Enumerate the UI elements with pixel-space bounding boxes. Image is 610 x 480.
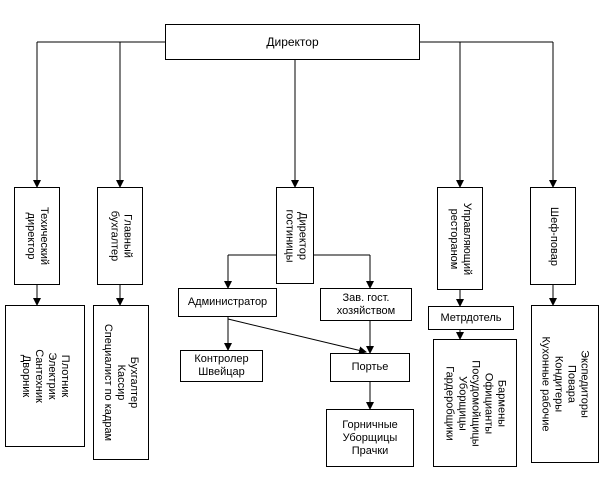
restaurant-manager-label: Управляющий рестораном [448, 202, 473, 275]
controller-doorman-box: Контролер Швейцар [180, 350, 263, 382]
housekeeping-head-label: Зав. гост. хозяйством [336, 291, 396, 317]
administrator-label: Администратор [187, 296, 268, 308]
porter-box: Портье [330, 353, 410, 382]
controller-doorman-label: Контролер Швейцар [194, 353, 249, 378]
kitchen-staff-box: Экспедиторы Повара Кондитеры Кухонные ра… [531, 305, 599, 463]
maids-label: Горничные Уборщицы Прачки [342, 418, 398, 457]
accounting-staff-label: Бухгалтер Кассир Специалист по кадрам [102, 323, 141, 442]
administrator-box: Администратор [178, 288, 277, 317]
chef-label: Шеф-повар [547, 206, 560, 266]
maitre-d-label: Метрдотель [440, 311, 502, 324]
maids-box: Горничные Уборщицы Прачки [326, 409, 414, 467]
hotel-director-box: Директор гостиницы [276, 187, 314, 284]
hotel-director-label: Директор гостиницы [283, 209, 308, 262]
tech-staff-label: Плотник Электрик Сантехник Дворник [20, 349, 71, 403]
chef-box: Шеф-повар [530, 187, 576, 285]
accounting-staff-box: Бухгалтер Кассир Специалист по кадрам [93, 305, 149, 460]
director-box: Директор [165, 24, 420, 60]
tech-director-box: Техический директор [14, 187, 60, 285]
restaurant-manager-box: Управляющий рестораном [437, 187, 483, 290]
tech-staff-box: Плотник Электрик Сантехник Дворник [5, 305, 85, 447]
director-label: Директор [266, 34, 319, 49]
chief-accountant-box: Главный бухгалтер [97, 187, 143, 285]
restaurant-staff-box: Бармены Официанты Посудомойщицы Уборщицы… [433, 339, 517, 467]
maitre-d-box: Метрдотель [428, 306, 514, 330]
porter-label: Портье [351, 361, 389, 373]
tech-director-label: Техический директор [25, 206, 51, 266]
restaurant-staff-label: Бармены Официанты Посудомойщицы Уборщицы… [443, 359, 508, 447]
chief-accountant-label: Главный бухгалтер [108, 210, 134, 262]
kitchen-staff-label: Экспедиторы Повара Кондитеры Кухонные ра… [540, 336, 592, 432]
housekeeping-head-box: Зав. гост. хозяйством [320, 288, 412, 321]
connector-admin-porter [227, 318, 367, 355]
